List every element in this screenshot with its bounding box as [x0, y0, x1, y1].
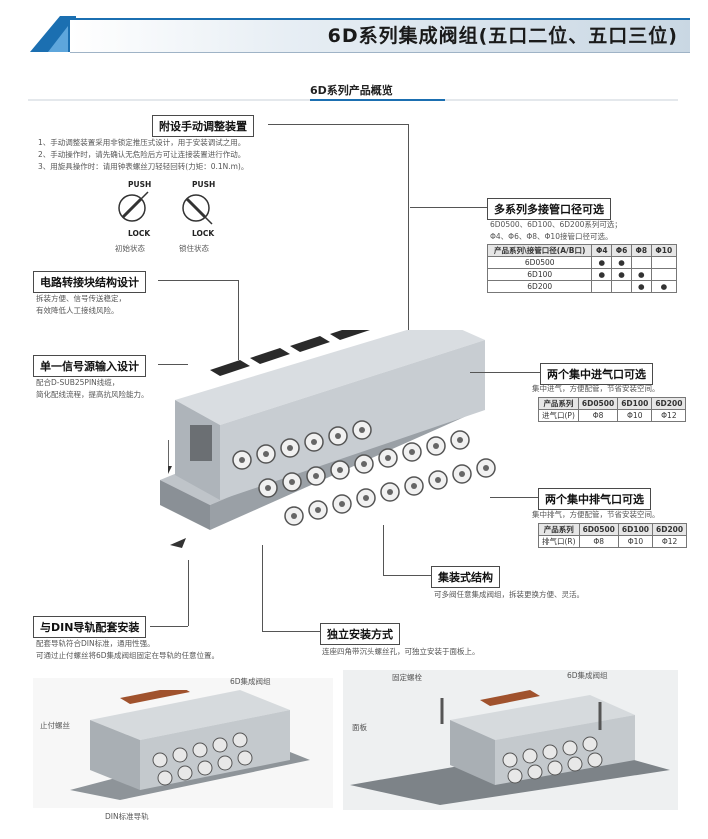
din-line-1: 配套导轨符合DIN标准，通用性强。 [36, 639, 155, 648]
push-label-2: PUSH [192, 180, 216, 189]
manual-line-2: 2、手动操作时，请先确认无危险后方可让连接装置进行作动。 [38, 150, 246, 159]
fig-left-manifold-caption: 6D集成阀组 [230, 677, 271, 686]
panel-mount-manifold-image [350, 690, 670, 805]
push-label-1: PUSH [128, 180, 152, 189]
brand-logo-icon [30, 16, 76, 52]
port-array [232, 420, 496, 526]
table-row: 6D0500●● [486, 256, 678, 269]
fig-right-bolt-caption: 固定螺栓 [392, 673, 422, 682]
initial-state-caption: 初始状态 [115, 244, 145, 253]
signal-line-1: 配合D-SUB25PIN线缆， [36, 378, 120, 387]
subtitle-underline [28, 99, 678, 101]
integrated-desc: 可多阀任意集成阀组，拆装更换方便、灵活。 [434, 590, 584, 599]
manual-knob-locked-icon [182, 194, 213, 225]
table-row: 6D200●● [486, 280, 678, 293]
signal-line-2: 简化配线流程，提高抗风险能力。 [36, 390, 149, 399]
exhaust-label: 两个集中排气口可选 [538, 488, 651, 510]
fig-right-manifold-caption: 6D集成阀组 [567, 671, 608, 680]
fig-left-rail-caption: DIN标准导轨 [105, 812, 149, 821]
independent-label: 独立安装方式 [320, 623, 400, 645]
manual-label: 附设手动调整装置 [152, 115, 254, 137]
exhaust-desc: 集中排气，方便配管，节省安装空间。 [532, 510, 660, 519]
circuit-line-1: 拆装方便、信号传送稳定， [36, 294, 126, 303]
din-label: 与DIN导轨配套安装 [33, 616, 147, 638]
multi-series-label: 多系列多接管口径可选 [487, 198, 611, 220]
integrated-label: 集装式结构 [431, 566, 500, 588]
flow-arrows-icon [168, 440, 186, 548]
signal-label: 单一信号源输入设计 [33, 355, 146, 377]
page-header: 6D系列集成阀组(五口二位、五口三位) [0, 0, 708, 58]
page-title: 6D系列集成阀组(五口二位、五口三位) [327, 25, 678, 47]
locked-state-caption: 锁住状态 [179, 244, 209, 253]
fig-right-panel-caption: 面板 [352, 723, 367, 732]
multi-line-2: Φ4、Φ6、Φ8、Φ10接管口径可选。 [490, 232, 613, 241]
circuit-line-2: 有效降低人工接线风险。 [36, 306, 119, 315]
table-row: 6D100●●● [486, 268, 678, 281]
fig-left-screw-caption: 止付螺丝 [40, 721, 70, 730]
manual-knob-initial-icon [118, 191, 149, 222]
header-bar [70, 18, 690, 53]
din-line-2: 可通过止付螺丝将6D集成阀组固定在导轨的任意位置。 [36, 651, 220, 660]
section-subtitle: 6D系列产品概览 [310, 84, 393, 97]
inlet-desc: 集中进气，方便配管，节省安装空间。 [532, 384, 660, 393]
independent-desc: 连座四角带沉头螺丝孔，可独立安装于面板上。 [322, 647, 480, 656]
manual-line-3: 3、用旋具操作时：请用钟表螺丝刀轻轻回转(力矩：0.1N.m)。 [38, 162, 249, 171]
circuit-label: 电路转接块结构设计 [33, 271, 146, 293]
din-rail-manifold-image [70, 690, 310, 800]
multi-line-1: 6D0500、6D100、6D200系列可选； [490, 220, 622, 229]
inlet-label: 两个集中进气口可选 [540, 363, 653, 385]
lock-label-2: LOCK [192, 229, 215, 238]
lock-label-1: LOCK [128, 229, 151, 238]
manual-line-1: 1、手动调整装置采用非锁定推压式设计，用于安装调试之用。 [38, 138, 246, 147]
